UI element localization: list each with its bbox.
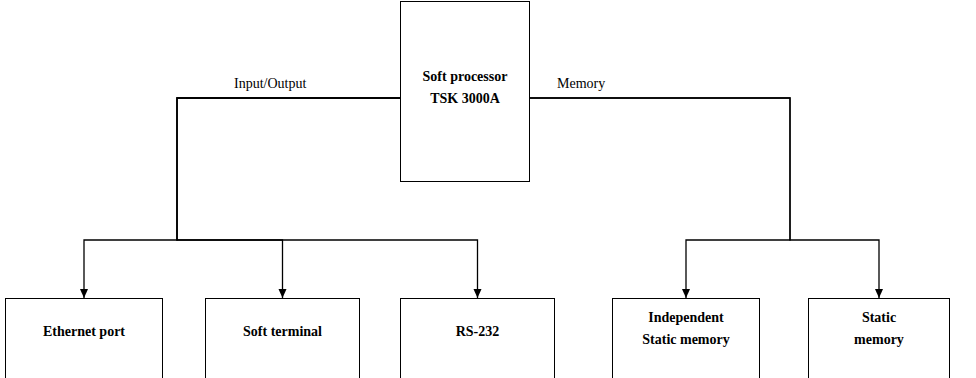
box-text: Soft terminal: [243, 321, 322, 343]
box-text: RS-232: [456, 321, 500, 343]
tree-connector: [530, 98, 790, 298]
box-text: Soft processor TSK 3000A: [410, 66, 520, 109]
box-text: Ethernet port: [43, 321, 125, 343]
processor-box: Soft processor TSK 3000A: [400, 1, 530, 182]
component-box: Static memory: [808, 298, 950, 378]
tree-connector: [177, 98, 400, 298]
box-text: Static memory: [844, 307, 914, 350]
box-text: Independent Static memory: [636, 307, 736, 350]
component-box: RS-232: [400, 298, 555, 378]
tree-connector: [84, 98, 400, 298]
component-box: Independent Static memory: [612, 298, 760, 378]
branch-label: Input/Output: [232, 76, 308, 92]
tree-connector: [530, 98, 879, 298]
branch-label: Memory: [555, 76, 607, 92]
component-box: Ethernet port: [5, 298, 163, 378]
component-box: Soft terminal: [205, 298, 360, 378]
